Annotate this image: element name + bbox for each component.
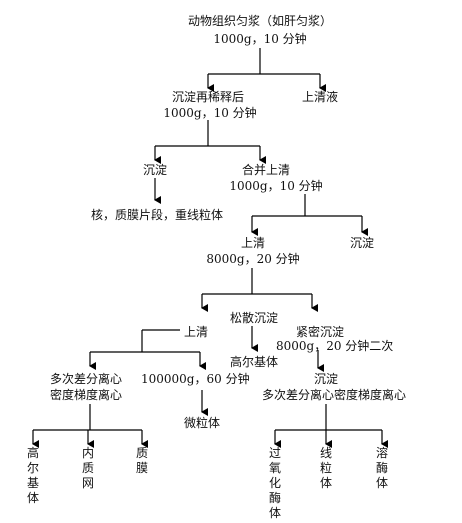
node-tight-sediment-spin: 8000g，20 分钟二次: [276, 339, 394, 353]
node-sediment-3: 沉淀: [313, 372, 339, 386]
leaf-peroxisome: 过氧化酶体: [268, 446, 281, 520]
node-spin-100000: 100000g，60 分钟: [141, 372, 250, 386]
node-multi-diff-left-2: 密度梯度离心: [49, 388, 123, 402]
leaf-mitochondria: 线粒体: [319, 446, 332, 490]
node-supernatant-1: 上清液: [301, 90, 339, 104]
leaf-golgi: 高尔基体: [26, 446, 39, 505]
node-homogenate: 动物组织匀浆（如肝匀浆）: [187, 14, 333, 28]
node-supernatant-3: 上清: [183, 325, 209, 339]
node-combined-supernatant: 合并上清: [241, 163, 291, 177]
leaf-plasma-membrane: 质膜: [135, 446, 148, 475]
node-microsome: 微粒体: [183, 416, 221, 430]
node-combined-supernatant-spin: 1000g，10 分钟: [229, 179, 323, 193]
node-sediment-1: 沉淀: [142, 163, 168, 177]
node-tight-sediment: 紧密沉淀: [295, 325, 345, 339]
leaf-lysosome: 溶酶体: [375, 446, 388, 490]
node-supernatant-2-spin: 8000g，20 分钟: [206, 252, 300, 266]
node-homogenate-spin: 1000g，10 分钟: [213, 32, 307, 46]
node-sediment-2: 沉淀: [349, 236, 375, 250]
node-sediment-rediluted-spin: 1000g，10 分钟: [163, 106, 257, 120]
leaf-er: 内质网: [81, 446, 94, 490]
node-golgi: 高尔基体: [229, 355, 279, 369]
node-multi-diff-right: 多次差分离心密度梯度离心: [262, 388, 407, 402]
node-supernatant-2: 上清: [240, 236, 266, 250]
node-loose-sediment: 松散沉淀: [229, 311, 279, 325]
node-sediment-rediluted: 沉淀再稀释后: [171, 90, 245, 104]
node-sediment-1-contents: 核，质膜片段，重线粒体: [91, 208, 224, 222]
node-multi-diff-left-1: 多次差分离心: [49, 372, 123, 386]
